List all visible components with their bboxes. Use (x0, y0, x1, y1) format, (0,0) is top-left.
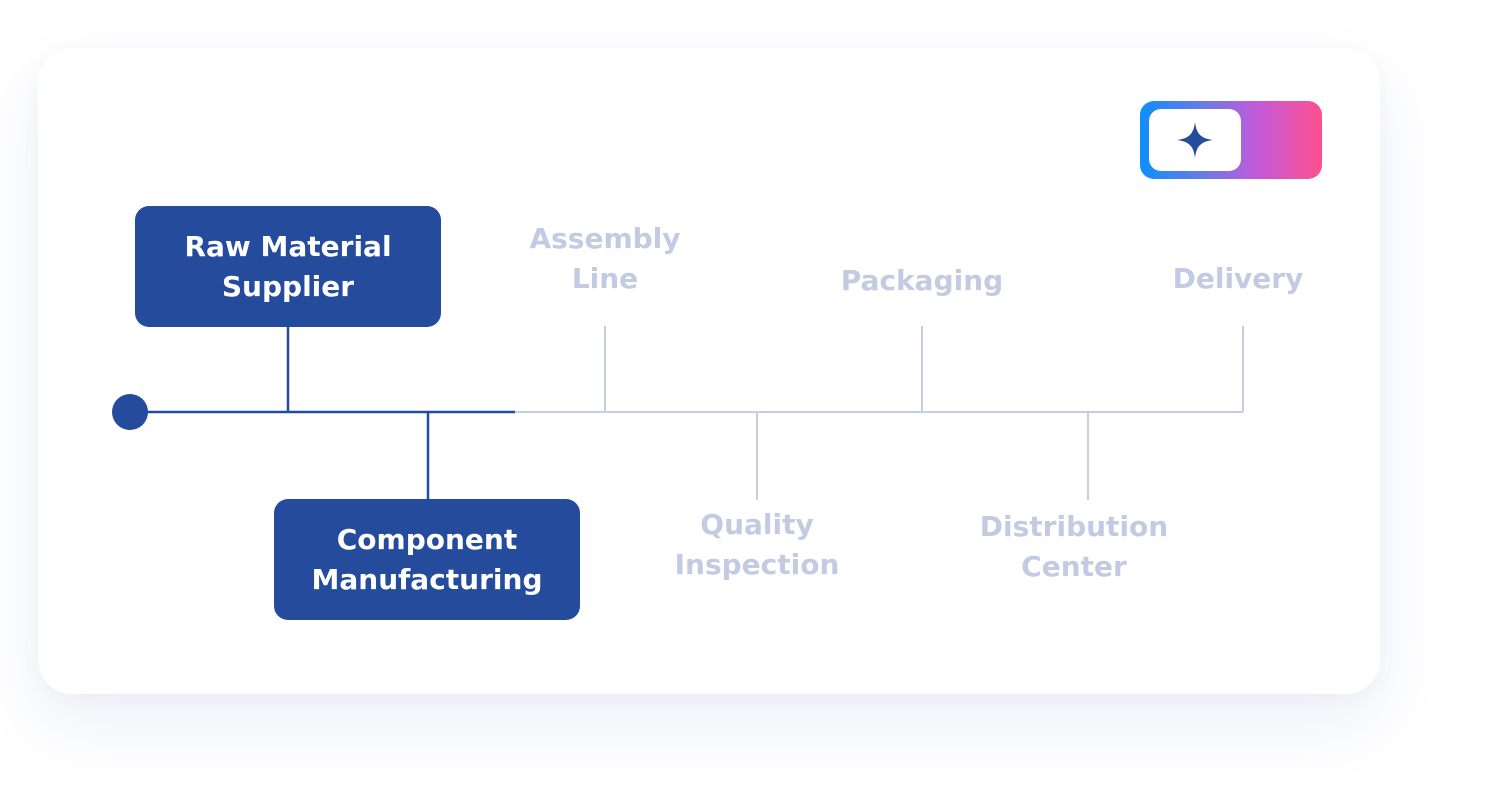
stage-quality-inspection[interactable]: Quality Inspection (674, 508, 840, 581)
sparkle-icon (1177, 122, 1213, 158)
timeline-start-dot (112, 394, 148, 430)
stage-label: Raw Material Supplier (184, 229, 392, 303)
ai-toggle-switch[interactable] (1140, 101, 1322, 179)
stage-assembly-line[interactable]: Assembly Line (529, 222, 681, 295)
stage-component-manufacturing[interactable]: Component Manufacturing (274, 499, 580, 620)
stage-raw-material-supplier[interactable]: Raw Material Supplier (135, 206, 441, 327)
stage-delivery[interactable]: Delivery (1172, 262, 1304, 295)
toggle-knob[interactable] (1149, 109, 1241, 171)
stage-label: Component Manufacturing (311, 522, 543, 596)
stage-packaging[interactable]: Packaging (840, 264, 1004, 297)
stage-distribution-center[interactable]: Distribution Center (979, 510, 1169, 583)
